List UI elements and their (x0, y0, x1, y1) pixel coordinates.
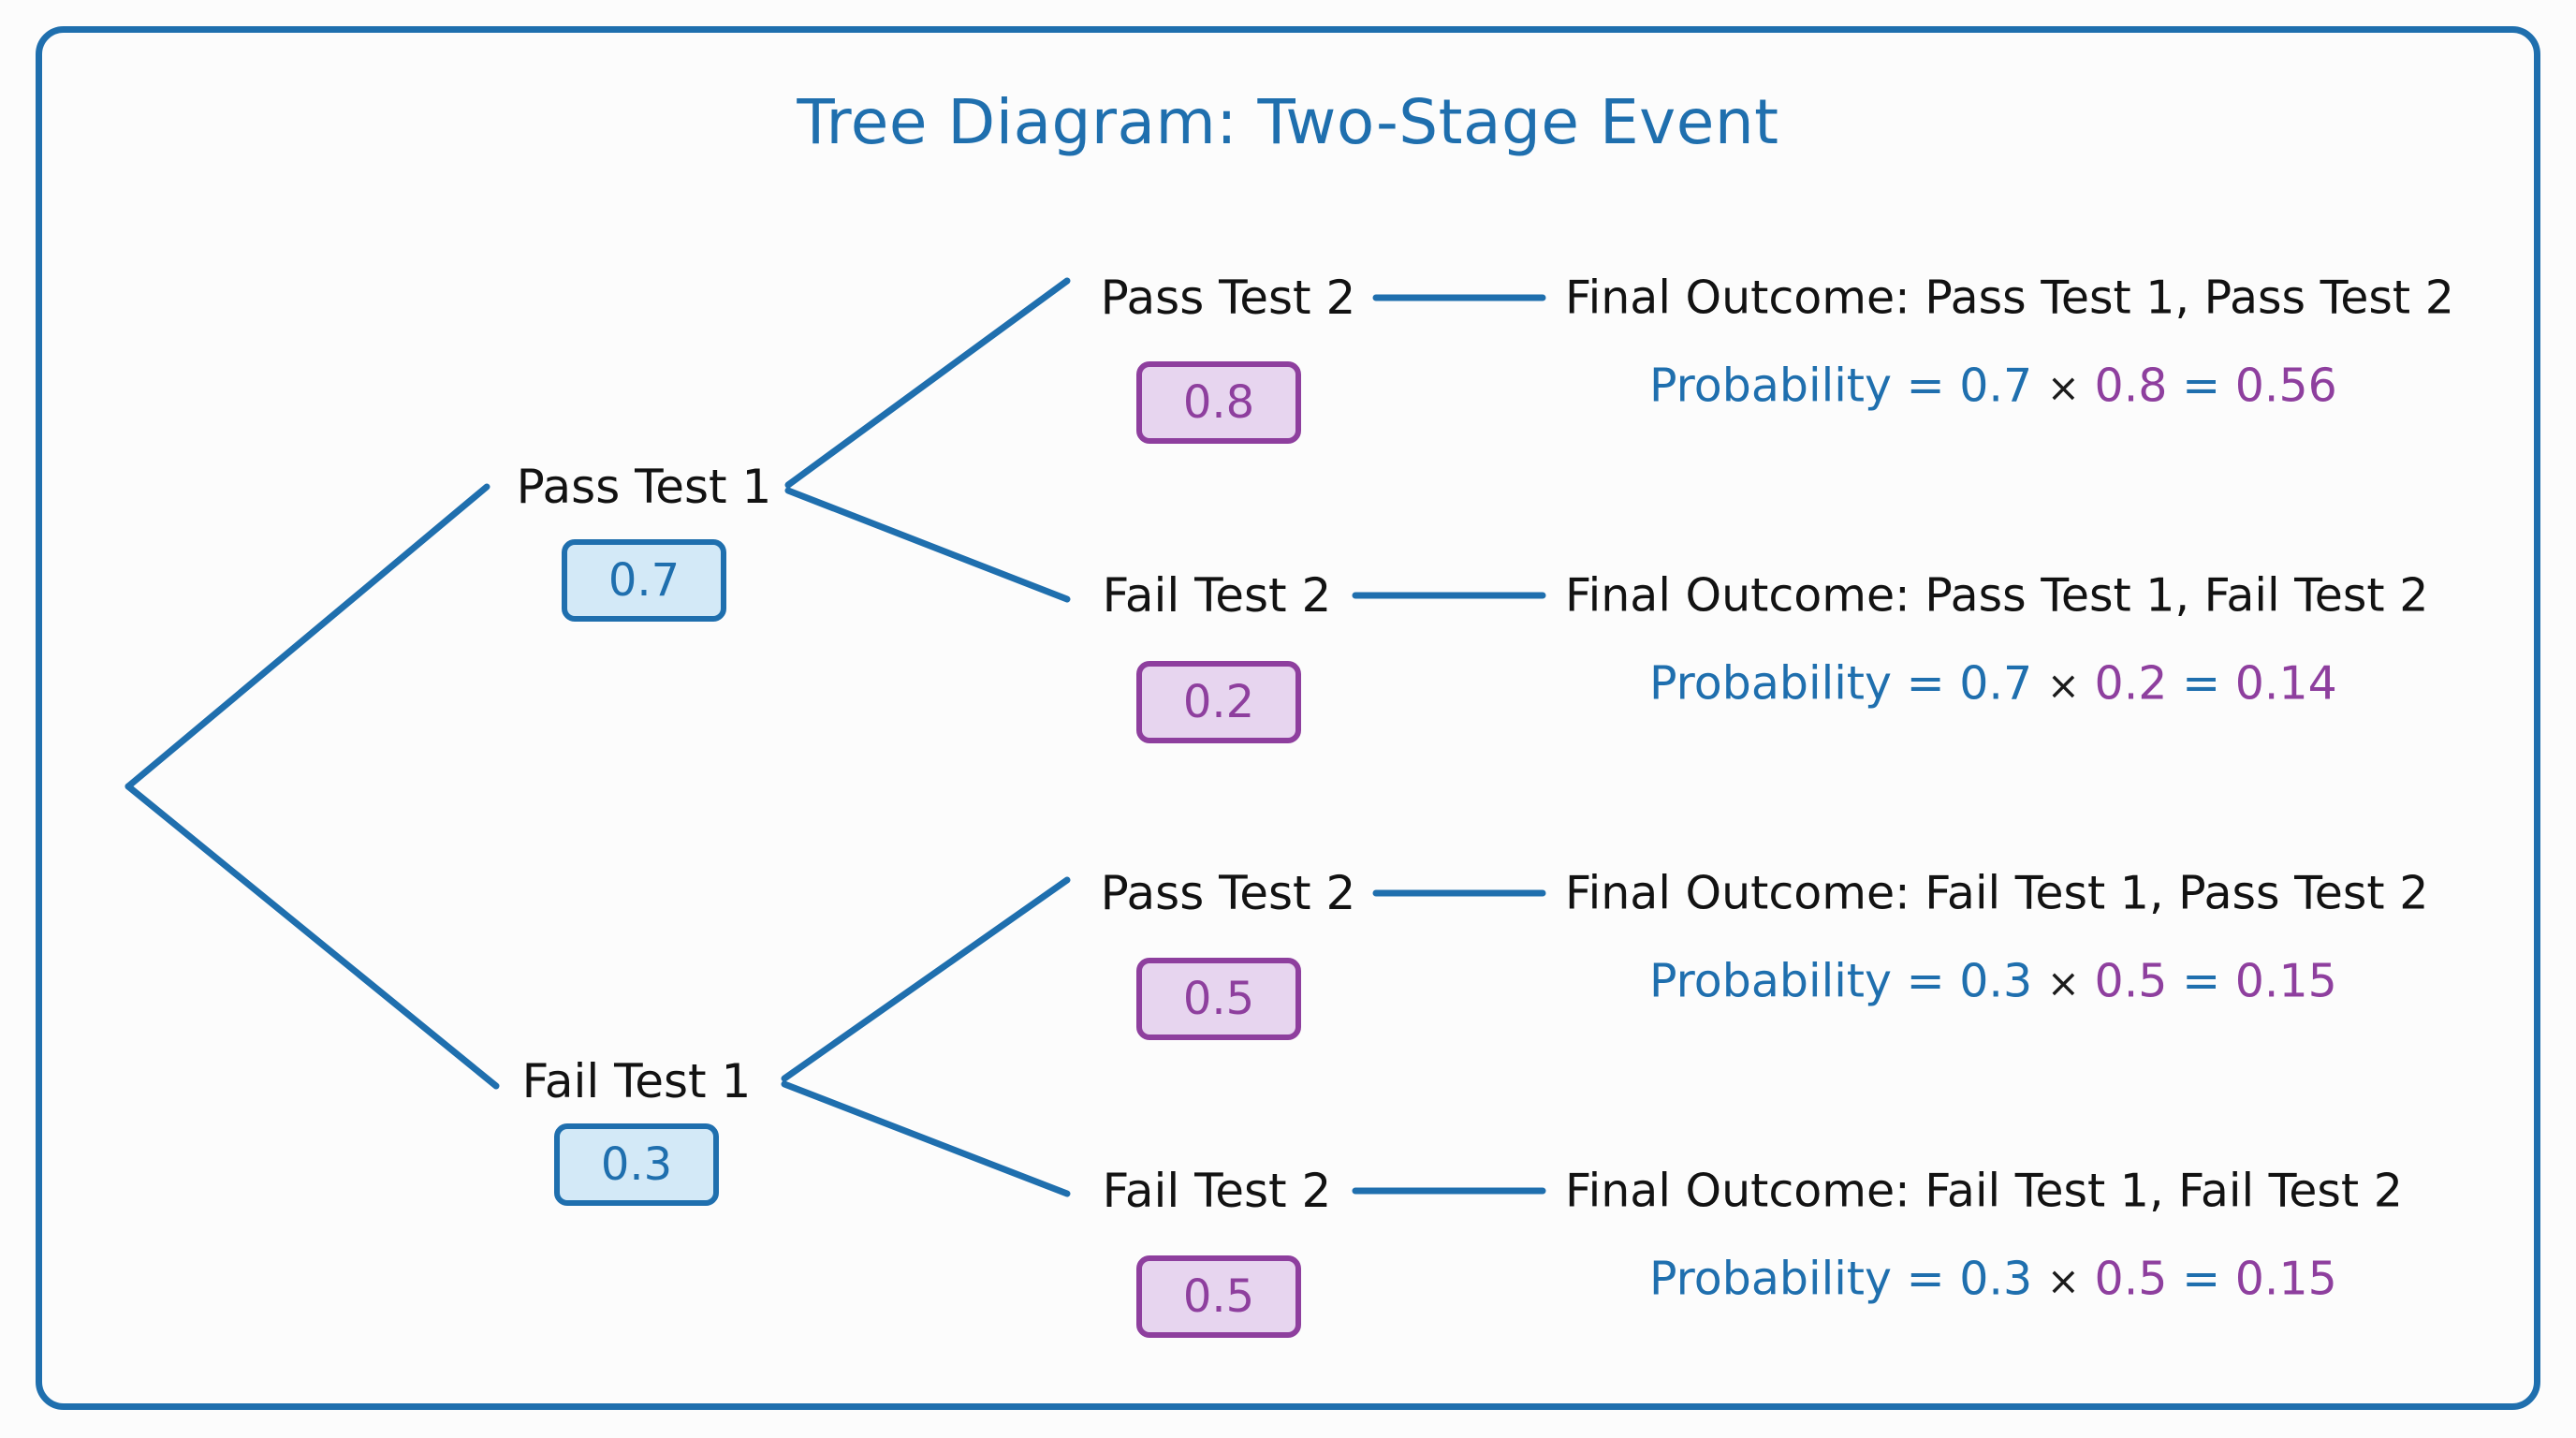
node-label-stage2-pass-test-2-b: Pass Test 2 (1100, 866, 1356, 920)
stage1-prob-1: 0.7 (1959, 359, 2033, 413)
probability-badge-pass-test-1: 0.7 (562, 539, 726, 622)
probability-equation-2: Probability = 0.7 × 0.2 = 0.14 (1649, 657, 2337, 711)
probability-badge-stage2-3: 0.5 (1136, 1255, 1301, 1338)
stage2-prob-2: 0.2 (2094, 656, 2168, 711)
joint-probability-3: 0.15 (2234, 954, 2337, 1008)
node-label-fail-test-1: Fail Test 1 (521, 1054, 752, 1108)
equals-sign-3b: = (2182, 954, 2221, 1008)
equals-sign-1a: = (1906, 359, 1945, 413)
times-sign-2: × (2046, 662, 2080, 709)
times-sign-3: × (2046, 960, 2080, 1006)
stage2-prob-4: 0.5 (2094, 1252, 2168, 1306)
probability-word-1: Probability (1649, 359, 1893, 413)
final-outcome-text-2: Final Outcome: Pass Test 1, Fail Test 2 (1565, 568, 2429, 623)
stage2-prob-1: 0.8 (2094, 359, 2168, 413)
joint-probability-4: 0.15 (2234, 1252, 2337, 1306)
times-sign-1: × (2046, 364, 2080, 411)
probability-word-2: Probability (1649, 656, 1893, 711)
probability-badge-stage2-1: 0.2 (1136, 661, 1301, 743)
times-sign-4: × (2046, 1257, 2080, 1304)
joint-probability-2: 0.14 (2234, 656, 2337, 711)
probability-badge-stage2-0: 0.8 (1136, 361, 1301, 444)
page-title: Tree Diagram: Two-Stage Event (797, 86, 1779, 158)
stage1-prob-4: 0.3 (1959, 1252, 2033, 1306)
stage1-prob-2: 0.7 (1959, 656, 2033, 711)
final-outcome-text-3: Final Outcome: Fail Test 1, Pass Test 2 (1565, 866, 2429, 920)
equals-sign-4a: = (1906, 1252, 1945, 1306)
node-label-stage2-fail-test-2-b: Fail Test 2 (1102, 1164, 1332, 1218)
equals-sign-2b: = (2182, 656, 2221, 711)
probability-word-4: Probability (1649, 1252, 1893, 1306)
probability-word-3: Probability (1649, 954, 1893, 1008)
equals-sign-3a: = (1906, 954, 1945, 1008)
probability-equation-4: Probability = 0.3 × 0.5 = 0.15 (1649, 1253, 2337, 1306)
stage1-prob-3: 0.3 (1959, 954, 2033, 1008)
probability-equation-1: Probability = 0.7 × 0.8 = 0.56 (1649, 360, 2337, 413)
equals-sign-1b: = (2182, 359, 2221, 413)
final-outcome-text-4: Final Outcome: Fail Test 1, Fail Test 2 (1565, 1164, 2403, 1218)
probability-equation-3: Probability = 0.3 × 0.5 = 0.15 (1649, 955, 2337, 1008)
equals-sign-4b: = (2182, 1252, 2221, 1306)
stage2-prob-3: 0.5 (2094, 954, 2168, 1008)
node-label-pass-test-1: Pass Test 1 (516, 460, 772, 514)
joint-probability-1: 0.56 (2234, 359, 2337, 413)
equals-sign-2a: = (1906, 656, 1945, 711)
node-label-stage2-pass-test-2-a: Pass Test 2 (1100, 271, 1356, 325)
final-outcome-text-1: Final Outcome: Pass Test 1, Pass Test 2 (1565, 271, 2454, 325)
node-label-stage2-fail-test-2-a: Fail Test 2 (1102, 568, 1332, 623)
probability-badge-fail-test-1: 0.3 (554, 1123, 719, 1206)
probability-badge-stage2-2: 0.5 (1136, 958, 1301, 1040)
